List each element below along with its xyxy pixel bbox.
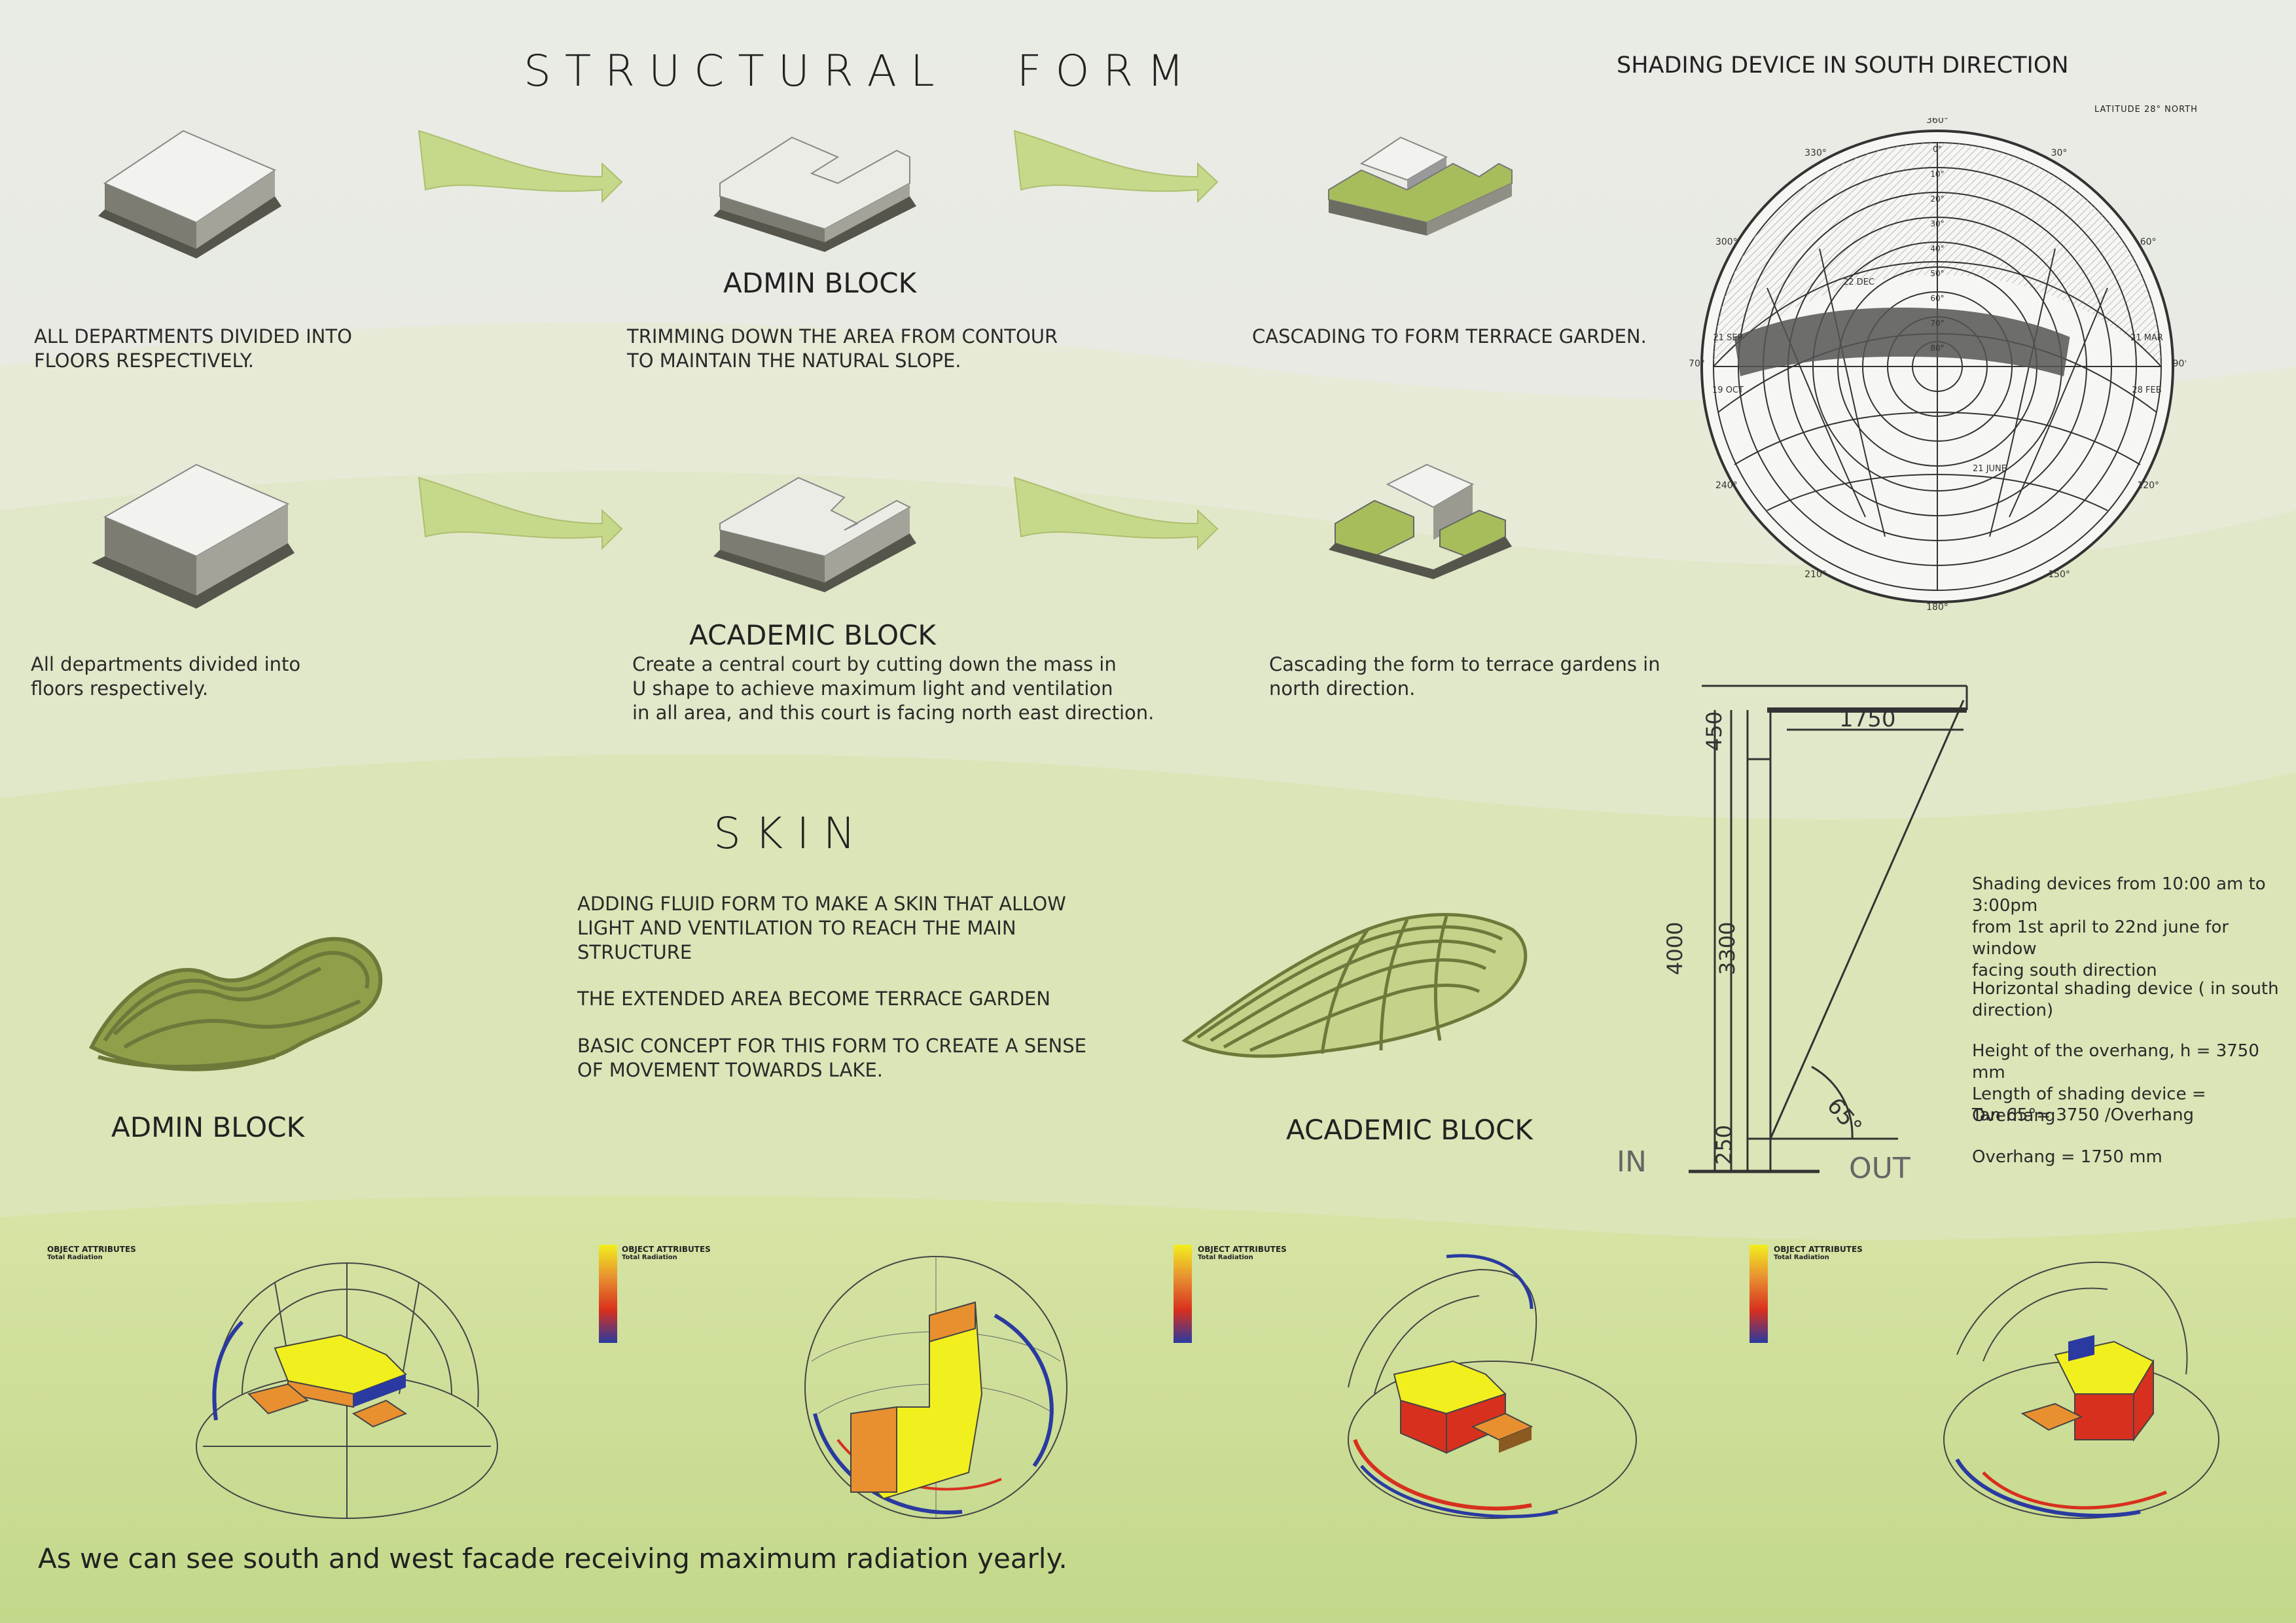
radiation-3-subtitle: Total Radiation: [1198, 1254, 1253, 1261]
azimuth-label: 360°: [1926, 118, 1948, 126]
shading-note-4: Tan 65°= 3750 /Overhang: [1972, 1105, 2195, 1125]
radiation-analysis-2: [804, 1256, 1067, 1519]
academic-step2-text: Create a central court by cutting down t…: [632, 653, 1155, 724]
structural-admin-label: ADMIN BLOCK: [723, 267, 917, 299]
altitude-label: 70°: [1930, 319, 1944, 328]
academic-step1-massing: [92, 463, 295, 609]
azimuth-label: 60°: [2140, 237, 2157, 247]
altitude-label: 50°: [1930, 269, 1944, 278]
admin-step1-massing: [98, 130, 281, 259]
radiation-4-legend: [1749, 1245, 1768, 1343]
shading-section-diagram: 1750 450 4000 3300 250 65° IN OUT: [1617, 685, 1968, 1185]
azimuth-label: 90°: [2173, 359, 2186, 369]
academic-step1-text: All departments divided into floors resp…: [31, 653, 301, 700]
skin-academic-label: ACADEMIC BLOCK: [1286, 1114, 1533, 1146]
azimuth-label: 330°: [1804, 148, 1827, 158]
top-dim: 450: [1702, 711, 1727, 751]
altitude-label: 60°: [1930, 294, 1944, 303]
azimuth-label: 120°: [2137, 480, 2159, 491]
flow-arrow-1: [418, 130, 623, 203]
admin-step2-massing: [713, 136, 916, 252]
date-label: 21 JUNE: [1973, 464, 2007, 474]
radiation-2-subtitle: Total Radiation: [622, 1254, 677, 1261]
radiation-analysis-3: [1348, 1254, 1637, 1519]
azimuth-label: 180°: [1926, 602, 1948, 613]
window-height-dim: 3300: [1715, 922, 1740, 975]
altitude-label: 20°: [1930, 194, 1944, 204]
flow-arrow-3: [418, 476, 623, 550]
skin-title: S K I N: [713, 808, 855, 859]
date-label: 19 OCT: [1712, 385, 1744, 395]
date-label: 28 FEB: [2132, 385, 2161, 395]
altitude-label: 80°: [1930, 344, 1944, 353]
skin-paragraph-3: BASIC CONCEPT FOR THIS FORM TO CREATE A …: [577, 1035, 1086, 1081]
altitude-label: 40°: [1930, 244, 1944, 253]
date-label: 21 MAR: [2130, 333, 2163, 343]
academic-step2-massing: [713, 476, 916, 592]
radiation-analysis-1: [196, 1262, 498, 1519]
shading-note-5: Overhang = 1750 mm: [1972, 1147, 2162, 1167]
sun-path-diagram: 360° 30° 60° 90° 120° 150° 180° 210° 240° 270° 300…: [1689, 118, 2186, 613]
sun-path-title: SHADING DEVICE IN SOUTH DIRECTION: [1617, 52, 2069, 79]
azimuth-label: 270°: [1689, 359, 1705, 369]
shading-note-3: Height of the overhang, h = 3750 mm Leng…: [1972, 1041, 2259, 1126]
flow-arrow-4: [1013, 476, 1219, 550]
in-label: IN: [1617, 1145, 1647, 1179]
azimuth-label: 210°: [1804, 569, 1827, 580]
shading-note-1: Shading devices from 10:00 am to 3:00pm …: [1972, 874, 2266, 980]
overhang-dim: 1750: [1839, 706, 1896, 732]
azimuth-label: 30°: [2051, 148, 2068, 158]
date-label: 22 DEC: [1843, 277, 1874, 287]
altitude-label: 10°: [1930, 169, 1944, 179]
altitude-label: 30°: [1930, 219, 1944, 228]
radiation-analysis-4: [1943, 1261, 2219, 1519]
academic-skin-form: [1181, 913, 1528, 1058]
admin-step3-text: CASCADING TO FORM TERRACE GARDEN.: [1252, 325, 1647, 348]
radiation-caption: As we can see south and west facade rece…: [38, 1543, 1067, 1575]
structural-form-title: S T R U C T U R A L F O R M: [524, 46, 1185, 96]
shading-note-2: Horizontal shading device ( in south dir…: [1972, 979, 2279, 1020]
skin-admin-label: ADMIN BLOCK: [111, 1111, 305, 1143]
skin-paragraph-2: THE EXTENDED AREA BECOME TERRACE GARDEN: [577, 988, 1050, 1010]
sill-dim: 250: [1712, 1125, 1736, 1165]
azimuth-label: 150°: [2048, 569, 2070, 580]
out-label: OUT: [1849, 1152, 1910, 1185]
radiation-4-subtitle: Total Radiation: [1774, 1254, 1829, 1261]
flow-arrow-2: [1013, 130, 1219, 203]
radiation-3-legend: [1174, 1245, 1192, 1343]
radiation-1-subtitle: Total Radiation: [47, 1254, 103, 1261]
radiation-3-title: OBJECT ATTRIBUTES: [1198, 1245, 1287, 1254]
admin-step2-text: TRIMMING DOWN THE AREA FROM CONTOUR TO M…: [627, 325, 1058, 372]
altitude-label: 0°: [1933, 145, 1942, 154]
date-label: 21 SEP: [1713, 333, 1743, 343]
admin-skin-form: [88, 936, 383, 1071]
latitude-label: LATITUDE 28° NORTH: [2094, 105, 2198, 115]
radiation-2-title: OBJECT ATTRIBUTES: [622, 1245, 711, 1254]
admin-step3-massing: [1328, 136, 1513, 236]
academic-step3-massing: [1329, 463, 1512, 579]
radiation-4-title: OBJECT ATTRIBUTES: [1774, 1245, 1863, 1254]
admin-step1-text: ALL DEPARTMENTS DIVIDED INTO FLOORS RESP…: [34, 325, 352, 372]
azimuth-label: 240°: [1715, 480, 1738, 491]
radiation-1-title: OBJECT ATTRIBUTES: [47, 1245, 136, 1254]
structural-academic-label: ACADEMIC BLOCK: [689, 619, 936, 651]
skin-paragraph-1: ADDING FLUID FORM TO MAKE A SKIN THAT AL…: [577, 893, 1066, 963]
angle-dim: 65°: [1821, 1093, 1867, 1140]
academic-step3-text: Cascading the form to terrace gardens in…: [1269, 653, 1660, 700]
radiation-2-legend: [599, 1245, 617, 1343]
total-height-dim: 4000: [1662, 922, 1687, 975]
azimuth-label: 300°: [1715, 237, 1738, 247]
